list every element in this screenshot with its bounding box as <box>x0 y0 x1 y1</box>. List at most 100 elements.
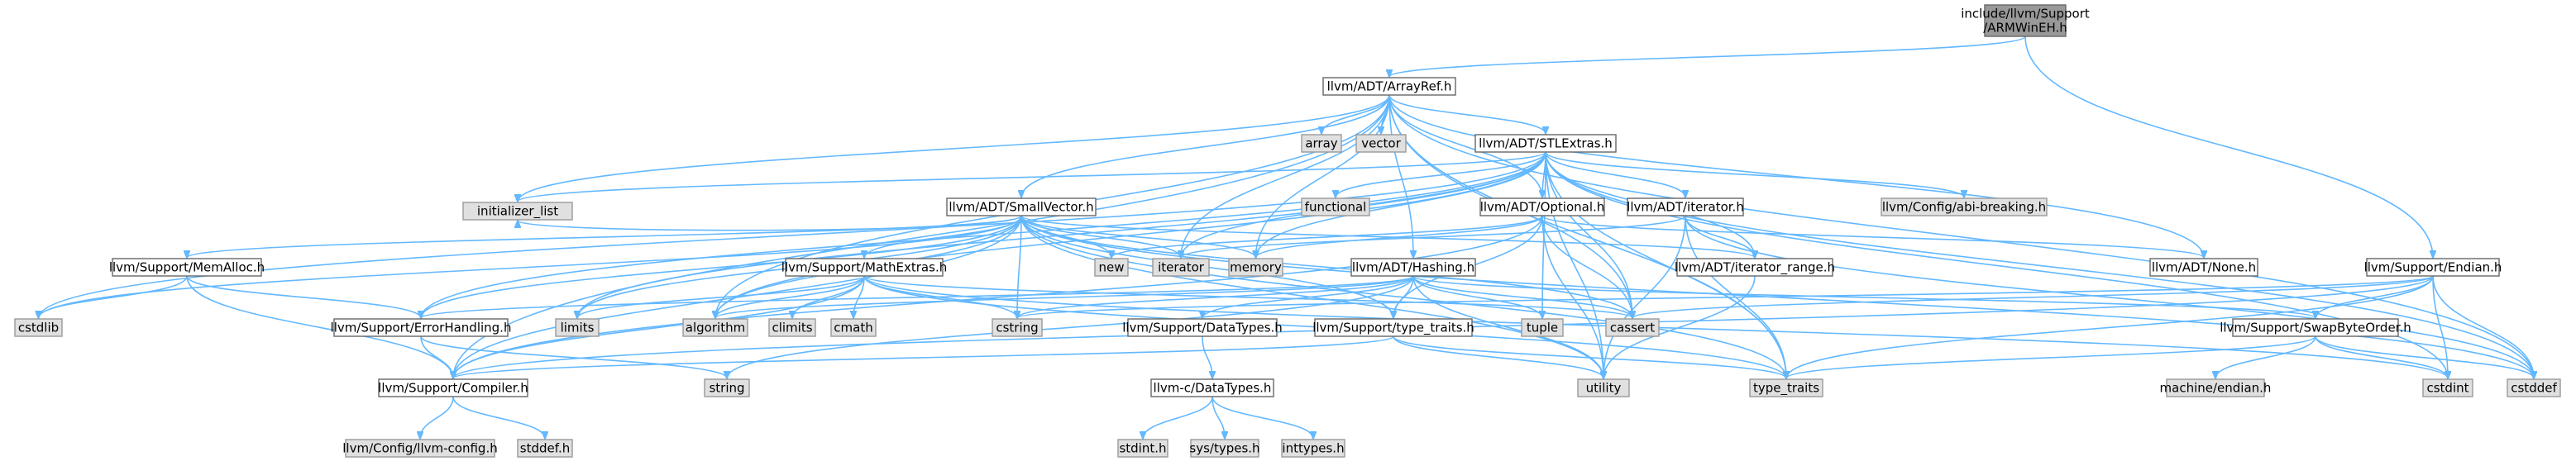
edge-smallvector-to-initlist <box>518 215 1022 231</box>
node-label: memory <box>1230 260 1282 275</box>
edge-mathextras-to-limits <box>577 275 865 318</box>
node-label: llvm/ADT/Optional.h <box>1480 200 1605 215</box>
edge-optional-to-cassert <box>1541 215 1632 318</box>
node-label: cstring <box>996 321 1038 335</box>
node-systypes[interactable]: sys/types.h <box>1189 439 1260 458</box>
node-box <box>1984 4 2067 37</box>
node-cstdlib[interactable]: cstdlib <box>14 318 63 337</box>
edge-hashing-to-swapbyteorder <box>1412 275 2316 318</box>
node-box <box>2422 378 2473 397</box>
node-label: functional <box>1305 200 1367 215</box>
node-algorithm[interactable]: algorithm <box>682 318 748 337</box>
node-cstddef[interactable]: cstddef <box>2507 378 2561 397</box>
node-inttypes[interactable]: inttypes.h <box>1281 439 1345 458</box>
edge-hashing-to-cstring <box>1017 275 1414 318</box>
node-memalloc[interactable]: llvm/Support/MemAlloc.h <box>109 258 265 277</box>
node-label: llvm/ADT/iterator_range.h <box>1675 260 1835 276</box>
node-datatypes_s[interactable]: llvm/Support/DataTypes.h <box>1122 318 1283 337</box>
node-mathextras[interactable]: llvm/Support/MathExtras.h <box>781 258 947 277</box>
edge-optional-to-utility <box>1541 215 1603 378</box>
node-armwineh[interactable]: include/llvm/Support/ARMWinEH.h <box>1961 4 2090 37</box>
node-compiler[interactable]: llvm/Support/Compiler.h <box>378 378 528 397</box>
edge-smallvector-to-cstddef <box>1020 215 2534 378</box>
node-stddef[interactable]: stddef.h <box>517 439 573 458</box>
node-endian[interactable]: llvm/Support/Endian.h <box>2364 258 2502 277</box>
node-memory[interactable]: memory <box>1228 258 1283 277</box>
node-iterrange[interactable]: llvm/ADT/iterator_range.h <box>1675 258 1835 277</box>
node-box <box>785 258 944 277</box>
node-machineendian[interactable]: machine/endian.h <box>2160 378 2272 397</box>
edge-endian-to-cstring <box>1017 275 2434 318</box>
node-abibreaking[interactable]: llvm/Config/abi-breaking.h <box>1881 197 2048 216</box>
node-label: limits <box>561 321 595 335</box>
node-string[interactable]: string <box>704 378 750 397</box>
node-box <box>1749 378 1823 397</box>
edges-layer <box>39 36 2535 439</box>
edge-iterrange-to-utility <box>1603 275 1756 378</box>
node-hashing[interactable]: llvm/ADT/Hashing.h <box>1350 258 1476 277</box>
edge-errorhandling-to-string <box>420 335 727 378</box>
edge-endian-to-cstdint <box>2432 275 2448 378</box>
node-utility[interactable]: utility <box>1577 378 1630 397</box>
node-box <box>1094 258 1129 277</box>
edge-smallvector-to-new <box>1020 215 1111 258</box>
node-stdint[interactable]: stdint.h <box>1117 439 1169 458</box>
edge-mathextras-to-algorithm <box>715 275 865 318</box>
node-smallvector[interactable]: llvm/ADT/SmallVector.h <box>946 197 1097 216</box>
node-datatypes_c[interactable]: llvm-c/DataTypes.h <box>1150 378 1274 397</box>
node-typetraits_s[interactable]: llvm/Support/type_traits.h <box>1312 318 1474 337</box>
node-stlextras[interactable]: llvm/ADT/STLExtras.h <box>1474 134 1617 153</box>
node-cstring[interactable]: cstring <box>992 318 1043 337</box>
node-label: utility <box>1586 381 1622 396</box>
node-label: cmath <box>834 321 872 335</box>
node-label: inttypes.h <box>1282 441 1344 456</box>
node-label: machine/endian.h <box>2160 381 2272 396</box>
node-box <box>1627 197 1744 216</box>
node-optional[interactable]: llvm/ADT/Optional.h <box>1479 197 1605 216</box>
node-box <box>333 318 509 337</box>
edge-smallvector-to-iterator <box>1020 215 1181 258</box>
edge-mathextras-to-cmath <box>853 275 865 318</box>
node-cstdint[interactable]: cstdint <box>2422 378 2473 397</box>
edge-stlextras-to-utility <box>1545 151 1603 378</box>
edge-optional-to-compiler <box>453 215 1543 378</box>
node-label: llvm/Support/MemAlloc.h <box>109 260 265 275</box>
node-functional[interactable]: functional <box>1301 197 1370 216</box>
edge-errorhandling-to-compiler <box>420 335 453 378</box>
node-iterator[interactable]: iterator <box>1152 258 1210 277</box>
node-cassert[interactable]: cassert <box>1605 318 1660 337</box>
node-llvmconfig[interactable]: llvm/Config/llvm-config.h <box>342 439 498 458</box>
node-label: llvm/ADT/Hashing.h <box>1352 260 1474 275</box>
node-errorhandling[interactable]: llvm/Support/ErrorHandling.h <box>331 318 512 337</box>
edge-arrayref-to-cstddef <box>1388 94 2534 378</box>
node-initlist[interactable]: initializer_list <box>462 202 573 221</box>
edge-smallvector-to-memalloc <box>187 215 1022 258</box>
node-new[interactable]: new <box>1094 258 1129 277</box>
node-label: string <box>709 381 744 396</box>
node-swapbyteorder[interactable]: llvm/Support/SwapByteOrder.h <box>2220 318 2411 337</box>
edge-compiler-to-stddef <box>452 396 545 439</box>
edge-arrayref-to-optional <box>1388 94 1542 197</box>
node-box <box>2366 258 2500 277</box>
node-type_traits[interactable]: type_traits <box>1749 378 1823 397</box>
node-box <box>1152 258 1210 277</box>
node-array[interactable]: array <box>1301 134 1342 153</box>
node-limits[interactable]: limits <box>555 318 600 337</box>
node-box <box>2166 378 2265 397</box>
node-cmath[interactable]: cmath <box>830 318 877 337</box>
node-iteratorh[interactable]: llvm/ADT/iterator.h <box>1627 197 1744 216</box>
edge-armwineh-to-arrayref <box>1389 36 2026 77</box>
node-box <box>830 318 877 337</box>
edge-hashing-to-algorithm <box>715 275 1414 318</box>
edge-memalloc-to-cstdlib <box>39 275 188 318</box>
node-box <box>1577 378 1630 397</box>
node-none[interactable]: llvm/ADT/None.h <box>2149 258 2258 277</box>
edge-stlextras-to-functional <box>1336 151 1546 197</box>
node-box <box>1117 439 1169 458</box>
node-arrayref[interactable]: llvm/ADT/ArrayRef.h <box>1322 77 1456 96</box>
node-label: llvm/Config/llvm-config.h <box>342 441 497 456</box>
node-climits[interactable]: climits <box>768 318 816 337</box>
node-tuple[interactable]: tuple <box>1521 318 1564 337</box>
node-vector[interactable]: vector <box>1355 134 1407 153</box>
